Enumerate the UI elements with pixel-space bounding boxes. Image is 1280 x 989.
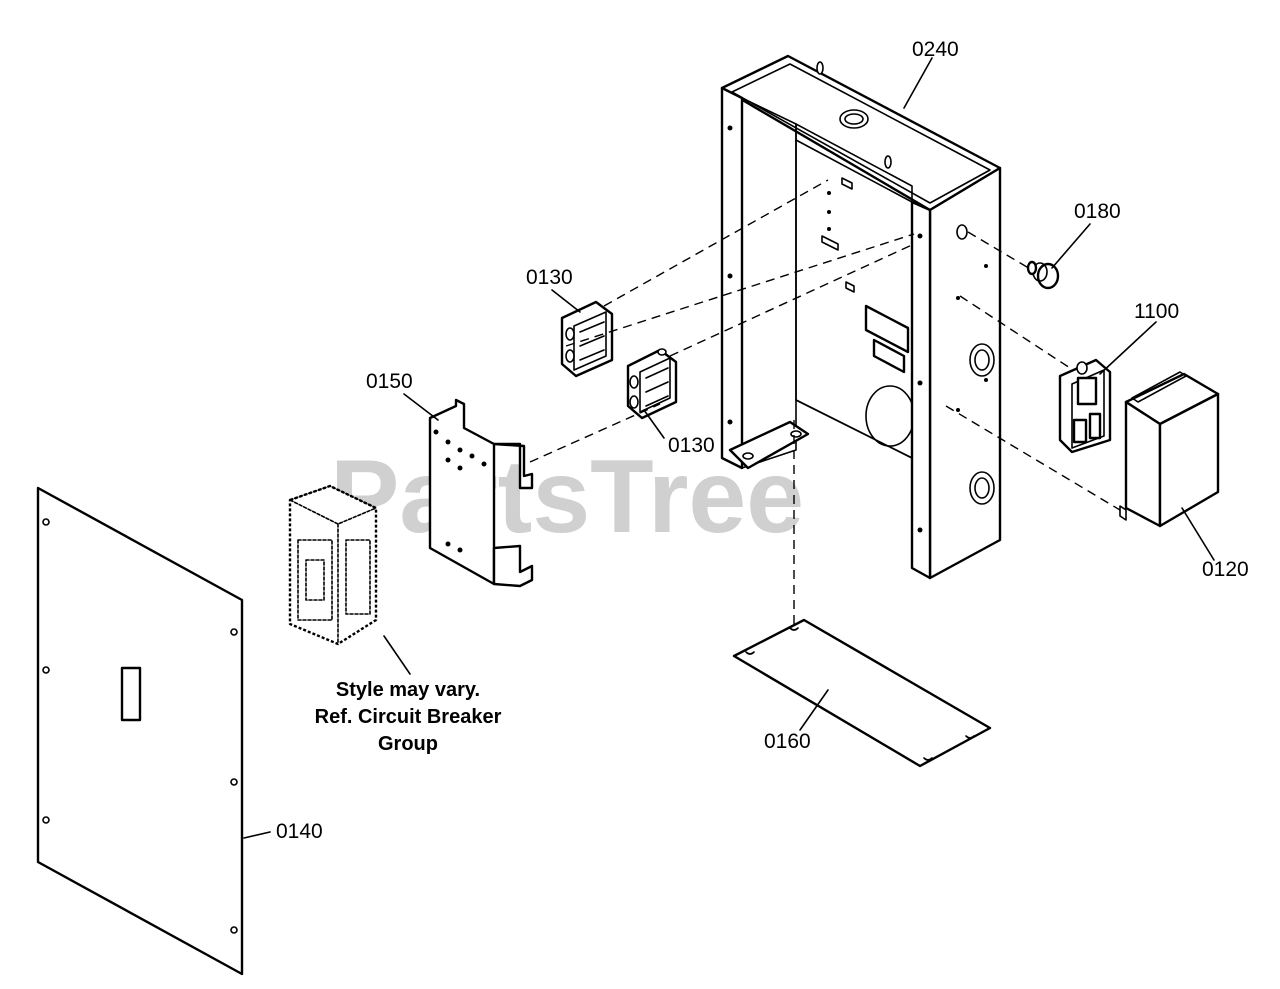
watermark: PartsTree TM: [330, 439, 946, 555]
assembly-guides: [529, 179, 1121, 628]
label-1100: 1100: [1134, 300, 1179, 323]
note-line-2: Ref. Circuit Breaker: [315, 706, 502, 728]
circuit-breaker[interactable]: [288, 484, 378, 646]
label-0180: 0180: [1074, 200, 1121, 223]
part-0150-bracket[interactable]: [428, 398, 534, 588]
part-0120-box[interactable]: [1119, 371, 1220, 528]
note-line-1: Style may vary.: [336, 679, 480, 701]
label-0160: 0160: [764, 730, 811, 753]
part-1100-relay[interactable]: [1058, 358, 1112, 454]
style-note: Style may vary. Ref. Circuit Breaker Gro…: [315, 679, 502, 755]
label-0140: 0140: [276, 820, 323, 843]
label-0130-lower: 0130: [668, 434, 715, 457]
leader-lines: [243, 57, 1215, 839]
part-0180-plug[interactable]: [1026, 260, 1060, 290]
part-0130-lower-terminal[interactable]: [626, 348, 678, 420]
label-0130-upper: 0130: [526, 266, 573, 289]
note-line-3: Group: [378, 733, 438, 755]
label-0240: 0240: [912, 38, 959, 61]
part-0160-plate[interactable]: [732, 618, 992, 768]
part-0240-enclosure[interactable]: [720, 54, 1002, 580]
part-0140-cover[interactable]: [36, 486, 244, 976]
label-0150: 0150: [366, 370, 413, 393]
callout-labels: 0240 0180 0130 0130 1100 0150 0120 0160 …: [276, 38, 1249, 843]
label-0120: 0120: [1202, 558, 1249, 581]
